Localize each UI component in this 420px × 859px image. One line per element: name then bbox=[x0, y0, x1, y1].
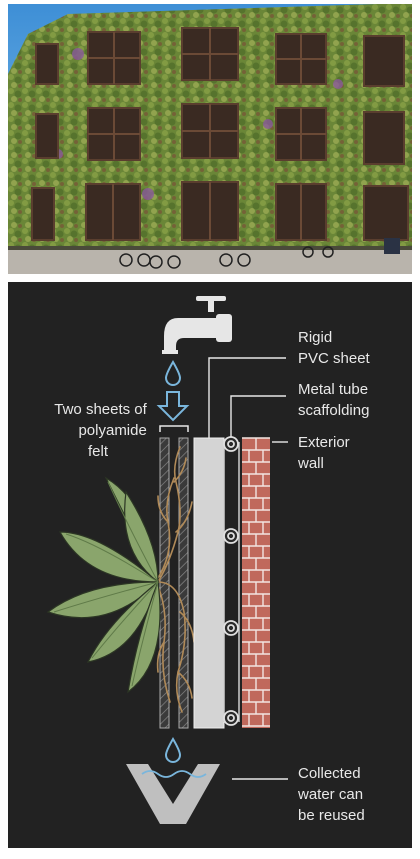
green-wall-diagram: Rigid PVC sheet Metal tube scaffolding T… bbox=[8, 282, 412, 848]
pvc-sheet bbox=[193, 437, 225, 729]
label-felt: Two sheets of polyamide felt bbox=[54, 401, 151, 460]
exterior-wall bbox=[242, 437, 270, 728]
plant-roots bbox=[156, 446, 195, 713]
faucet-icon bbox=[162, 296, 232, 354]
label-collected-water: Collected water can be reused bbox=[297, 765, 367, 824]
metal-tube-scaffolding bbox=[223, 436, 240, 726]
label-rigid-pvc: Rigid PVC sheet bbox=[298, 329, 371, 367]
down-arrow-icon bbox=[156, 391, 190, 422]
label-metal-tube: Metal tube scaffolding bbox=[298, 381, 372, 419]
label-exterior-wall: Exterior wall bbox=[297, 434, 354, 472]
vertical-garden-photo bbox=[8, 4, 412, 274]
plant-icon bbox=[46, 476, 161, 694]
water-drop-icon bbox=[164, 737, 182, 763]
felt-bracket bbox=[159, 425, 189, 432]
felt-sheet-right bbox=[178, 437, 189, 729]
water-drop-icon bbox=[164, 360, 182, 386]
collection-trough-icon bbox=[126, 764, 220, 824]
leader-lines bbox=[208, 357, 288, 780]
